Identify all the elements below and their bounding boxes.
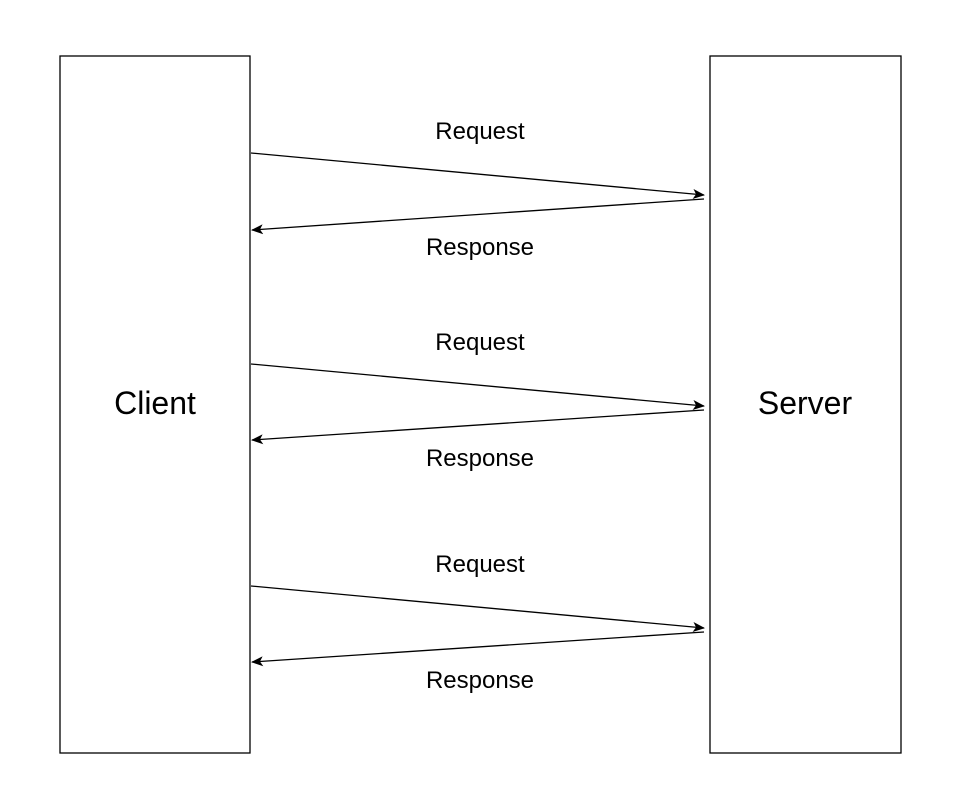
request-label: Request [435, 551, 525, 578]
exchange-2: Request Response [250, 329, 705, 472]
server-box: Server [709, 55, 902, 754]
response-arrow [251, 198, 705, 235]
response-label: Response [426, 234, 534, 261]
exchange-1: Request Response [250, 118, 705, 261]
client-label: Client [114, 385, 196, 421]
request-arrow [250, 152, 705, 199]
request-label: Request [435, 118, 525, 145]
response-label: Response [426, 667, 534, 694]
response-arrow [251, 631, 705, 667]
response-label: Response [426, 445, 534, 472]
request-arrow [250, 585, 705, 632]
server-label: Server [758, 385, 853, 421]
response-arrow [251, 409, 705, 445]
client-box: Client [59, 55, 251, 754]
exchange-3: Request Response [250, 551, 705, 694]
request-arrow [250, 363, 705, 410]
request-label: Request [435, 329, 525, 356]
